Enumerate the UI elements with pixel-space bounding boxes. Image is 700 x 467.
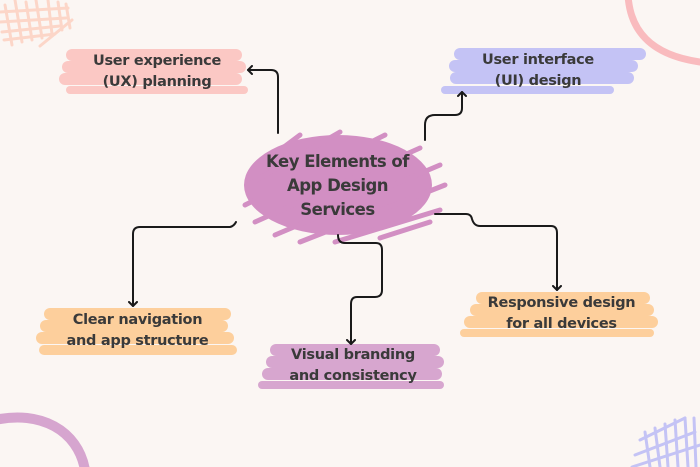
arrow-to-ux <box>247 65 279 134</box>
connector-arrows <box>128 65 562 345</box>
node-ux-label: User experience (UX) planning <box>72 51 242 93</box>
node-branding-line-2: and consistency <box>289 368 417 384</box>
decoration-top-left-scribble <box>0 0 74 48</box>
node-responsive-label: Responsive design for all devices <box>474 293 649 335</box>
central-topic-label: Key Elements of App Design Services <box>245 150 430 222</box>
central-topic-line-2: App Design <box>286 176 389 195</box>
node-ui-line-2: (UI) design <box>494 73 582 89</box>
nav-node-highlight <box>36 308 237 355</box>
branding-node-highlight <box>258 344 444 389</box>
ux-node-highlight <box>59 49 248 94</box>
node-ui-label: User interface (UI) design <box>458 50 618 92</box>
node-nav-line-1: Clear navigation <box>72 312 203 328</box>
node-nav-label: Clear navigation and app structure <box>50 310 225 352</box>
node-ui-line-1: User interface <box>482 52 594 68</box>
arrow-to-nav <box>128 221 237 307</box>
central-topic-line-3: Services <box>300 200 375 219</box>
arrow-to-ui <box>424 91 467 141</box>
node-responsive-line-1: Responsive design <box>487 295 636 311</box>
central-topic-line-1: Key Elements of <box>266 152 409 171</box>
decoration-top-right-arc <box>625 0 700 66</box>
central-topic-highlight <box>242 129 448 245</box>
decoration-bottom-left-arc <box>0 412 90 467</box>
node-branding-line-1: Visual branding <box>291 347 415 363</box>
arrow-to-responsive <box>434 213 562 291</box>
node-nav-line-2: and app structure <box>66 333 209 349</box>
node-branding-label: Visual branding and consistency <box>268 345 438 387</box>
responsive-node-highlight <box>460 292 658 337</box>
ui-node-highlight <box>441 48 646 94</box>
node-ux-line-1: User experience <box>92 53 222 69</box>
decoration-bottom-right-scribble <box>630 416 700 467</box>
node-ux-line-2: (UX) planning <box>102 74 212 90</box>
node-responsive-line-2: for all devices <box>506 316 617 332</box>
arrow-to-branding <box>337 234 383 345</box>
